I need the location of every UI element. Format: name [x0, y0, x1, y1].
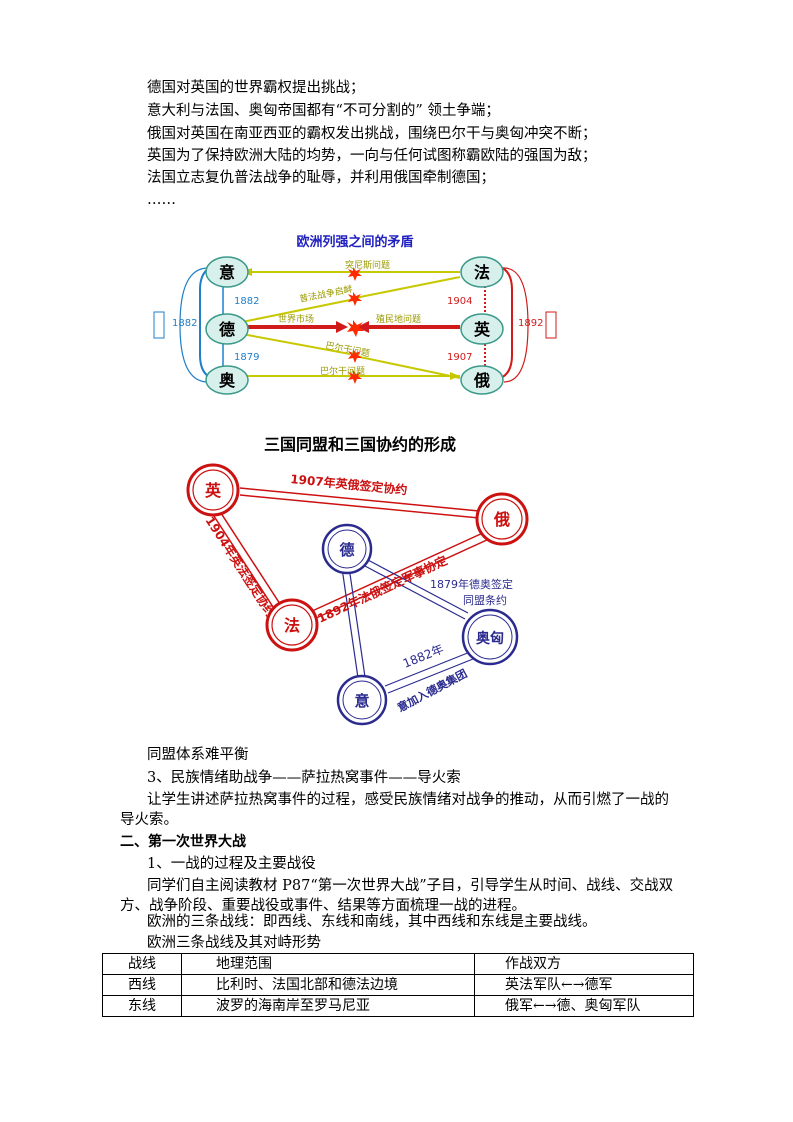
header-cell: 地理范围	[181, 953, 475, 975]
year-1907: 1907	[447, 352, 472, 363]
year-1882: 1882	[234, 296, 259, 307]
table-cell: 英法军队←→德军	[474, 974, 694, 996]
paragraph-sarajevo: 让学生讲述萨拉热窝事件的过程，感受民族情绪对战争的推动，从而引燃了一战的导火索。	[120, 792, 669, 828]
node-yi: 意	[354, 692, 369, 710]
node-fa: 法	[284, 616, 300, 635]
paragraph-reading: 同学们自主阅读教材 P87“第一次世界大战”子目，引导学生从时间、战线、交战双方…	[120, 878, 674, 914]
point-3: 3、民族情绪助战争——萨拉热窝事件——导火索	[147, 770, 461, 786]
fronts-table: 战线 地理范围 作战双方 西线 比利时、法国北部和德法边境 英法军队←→德军 东…	[102, 953, 694, 1017]
year-1879: 1879	[234, 352, 259, 363]
intro-line-3: 俄国对英国在南亚西亚的霸权发出挑战，围绕巴尔干与奥匈冲突不断；	[147, 126, 597, 142]
section-heading-2: 二、第一次世界大战	[120, 834, 246, 850]
label-colony: 殖民地问题	[376, 313, 421, 325]
table-cell: 俄军←→德、奥匈军队	[474, 995, 694, 1017]
table-cell: 西线	[102, 974, 182, 996]
label-ying-e: 1907年英俄签定协约	[290, 471, 408, 497]
intro-line-5: 法国立志复仇普法战争的耻辱，并利用俄国牵制德国；	[147, 170, 495, 186]
intro-line-2: 意大利与法国、奥匈帝国都有“不可分割的” 领土争端；	[147, 103, 500, 119]
conflict-diagram: 欧洲列强之间的矛盾 1882 1892 1882 1879 1904 1907 …	[153, 234, 557, 395]
balance-line: 同盟体系难平衡	[147, 747, 249, 763]
conflict-diagram-title: 欧洲列强之间的矛盾	[296, 234, 413, 250]
node-ying: 英	[204, 481, 222, 500]
label-ying-fa: 1904年英法签定协约	[202, 513, 279, 620]
table-cell: 比利时、法国北部和德法边境	[181, 974, 475, 996]
table-header-row: 战线 地理范围 作战双方	[102, 953, 694, 975]
label-yi-year: 1882年	[401, 642, 446, 671]
right-year-1892: 1892	[518, 318, 543, 329]
node-e: 俄	[493, 510, 510, 529]
left-year-1882: 1882	[172, 318, 197, 329]
node-fa: 法	[474, 263, 490, 282]
fronts-line: 欧洲的三条战线：即西线、东线和南线，其中西线和东线是主要战线。	[147, 914, 597, 930]
table-row: 东线 波罗的海南岸至罗马尼亚 俄军←→德、奥匈军队	[102, 995, 694, 1017]
label-balkan-2: 巴尔干问题	[320, 365, 365, 377]
label-de-ao-2: 同盟条约	[463, 593, 507, 607]
intro-line-4: 英国为了保持欧洲大陆的均势，一向与任何试图称霸欧陆的强国为敌；	[147, 148, 597, 164]
header-cell: 作战双方	[474, 953, 694, 975]
point-1: 1、一战的过程及主要战役	[147, 856, 316, 872]
table-cell: 波罗的海南岸至罗马尼亚	[181, 995, 475, 1017]
label-world-market: 世界市场	[278, 313, 314, 325]
table-cell: 东线	[102, 995, 182, 1017]
intro-line-1: 德国对英国的世界霸权提出挑战；	[147, 80, 365, 96]
node-ao: 奥	[219, 371, 236, 390]
node-aoxiong: 奥匈	[476, 630, 504, 647]
table-title: 欧洲三条战线及其对峙形势	[147, 935, 321, 951]
label-tunisia: 突尼斯问题	[345, 259, 390, 271]
node-de: 德	[219, 320, 235, 339]
node-de: 德	[339, 541, 354, 559]
node-ying: 英	[473, 320, 491, 339]
header-cell: 战线	[102, 953, 182, 975]
year-1904: 1904	[447, 296, 472, 307]
node-e: 俄	[473, 371, 490, 390]
intro-line-6: ……	[147, 192, 176, 208]
table-row: 西线 比利时、法国北部和德法边境 英法军队←→德军	[102, 974, 694, 996]
alliance-diagram: 三国同盟和三国协约的形成 1907年英俄签定协约 1904年英法签定协约 189…	[186, 435, 529, 726]
alliance-diagram-title: 三国同盟和三国协约的形成	[264, 435, 456, 454]
label-yi-join: 意加入德奥集团	[395, 666, 470, 715]
label-balkan-1: 巴尔干问题	[324, 339, 370, 359]
label-de-ao-1: 1879年德奥签定	[430, 577, 513, 591]
node-yi: 意	[219, 263, 235, 282]
